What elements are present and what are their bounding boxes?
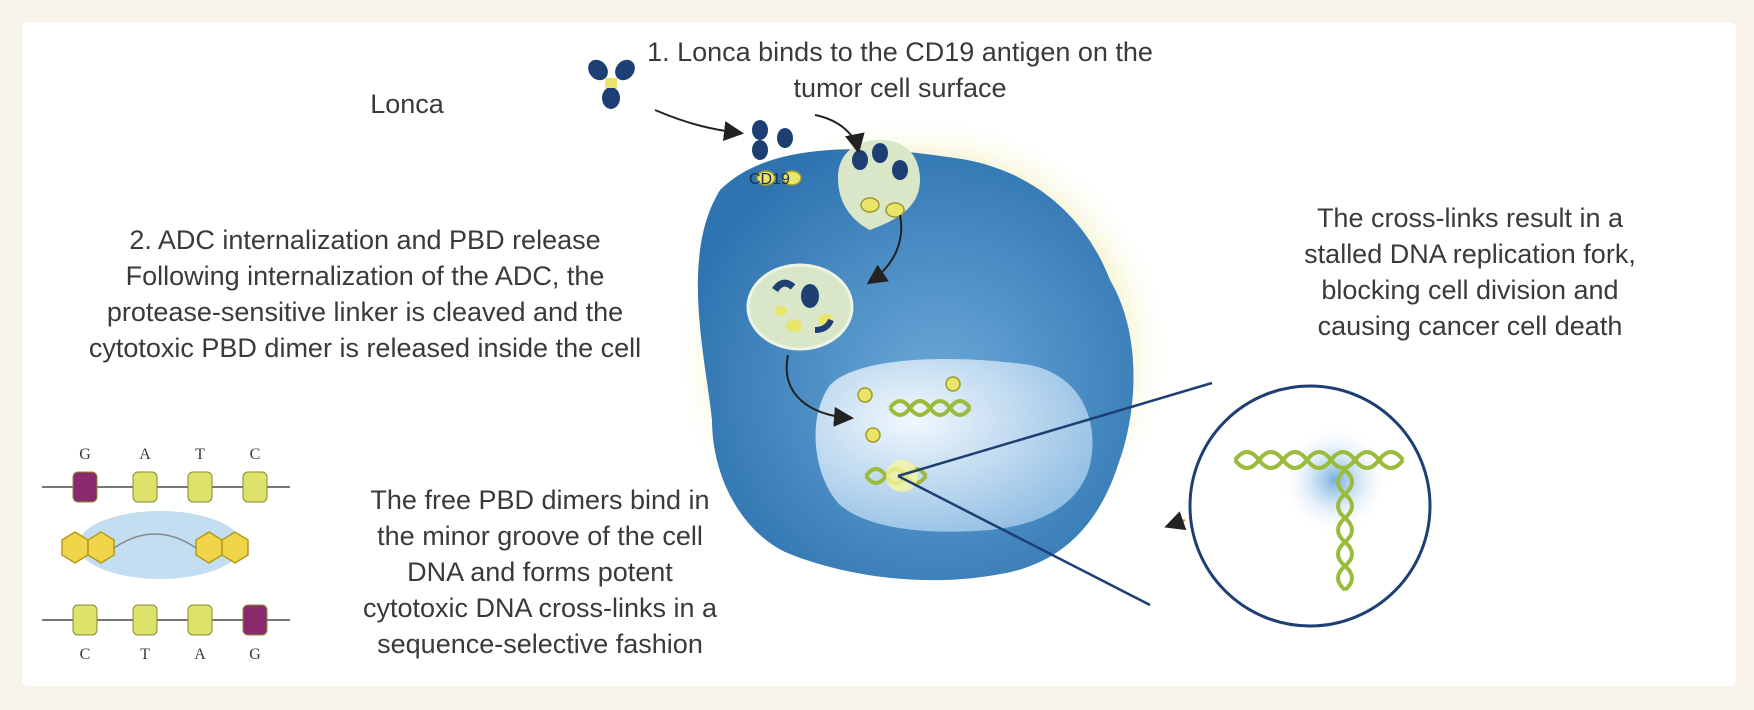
step1-line: tumor cell surface [793, 73, 1007, 103]
pbd-bind-line: cytotoxic DNA cross-links in a [362, 593, 718, 623]
dna-base-top [132, 471, 158, 503]
antibody-internalizing [838, 140, 920, 230]
dna-base-bottom [242, 604, 268, 636]
pbd-bind-caption: The free PBD dimers bind in the minor gr… [330, 482, 750, 662]
step2-line: Following internalization of the ADC, th… [125, 261, 605, 291]
base-letter-bottom: C [79, 646, 91, 663]
dna-chemistry-inset [42, 471, 290, 636]
antibody-free [588, 59, 635, 109]
step2-line: 2. ADC internalization and PBD release [129, 225, 601, 255]
base-letter-bottom: A [194, 646, 206, 663]
dna-base-bottom [132, 604, 158, 636]
base-letter-top: C [249, 446, 261, 463]
step2-line: cytotoxic PBD dimer is released inside t… [88, 333, 642, 363]
dna-base-bottom [187, 604, 213, 636]
pbd-molecule [61, 531, 249, 564]
pbd-bind-line: DNA and forms potent [407, 557, 673, 587]
free-pbd [857, 376, 961, 443]
pbd-bind-line: the minor groove of the cell [377, 521, 703, 551]
crosslinks-line: The cross-links result in a [1316, 203, 1624, 233]
dna-base-top [242, 471, 268, 503]
step1-caption: 1. Lonca binds to the CD19 antigen on th… [620, 34, 1180, 106]
crosslinks-line: blocking cell division and [1321, 275, 1619, 305]
base-letter-bottom: G [249, 646, 261, 663]
antibody-bound [752, 120, 802, 186]
lonca-label: Lonca [370, 89, 444, 119]
base-letter-top: A [139, 446, 151, 463]
nucleus [815, 359, 1093, 532]
crosslinks-line: stalled DNA replication fork, [1304, 239, 1636, 269]
base-letter-top: T [195, 446, 205, 463]
dna-base-top [72, 471, 98, 503]
step1-line: 1. Lonca binds to the CD19 antigen on th… [647, 37, 1153, 67]
pbd-bind-line: The free PBD dimers bind in [370, 485, 710, 515]
crosslinks-line: causing cancer cell death [1317, 311, 1623, 341]
cd19-label: CD19 [749, 171, 790, 188]
crosslinks-caption: The cross-links result in a stalled DNA … [1220, 200, 1720, 344]
dna-base-top [187, 471, 213, 503]
zoom-inset [897, 381, 1432, 628]
base-letter-bottom: T [140, 646, 150, 663]
dna-base-bottom [72, 604, 98, 636]
endosome [746, 263, 854, 351]
arrows [654, 109, 903, 427]
pbd-bind-line: sequence-selective fashion [377, 629, 703, 659]
step2-line: protease-sensitive linker is cleaved and… [106, 297, 624, 327]
step2-caption: 2. ADC internalization and PBD release F… [70, 222, 660, 366]
base-letter-top: G [79, 446, 91, 463]
